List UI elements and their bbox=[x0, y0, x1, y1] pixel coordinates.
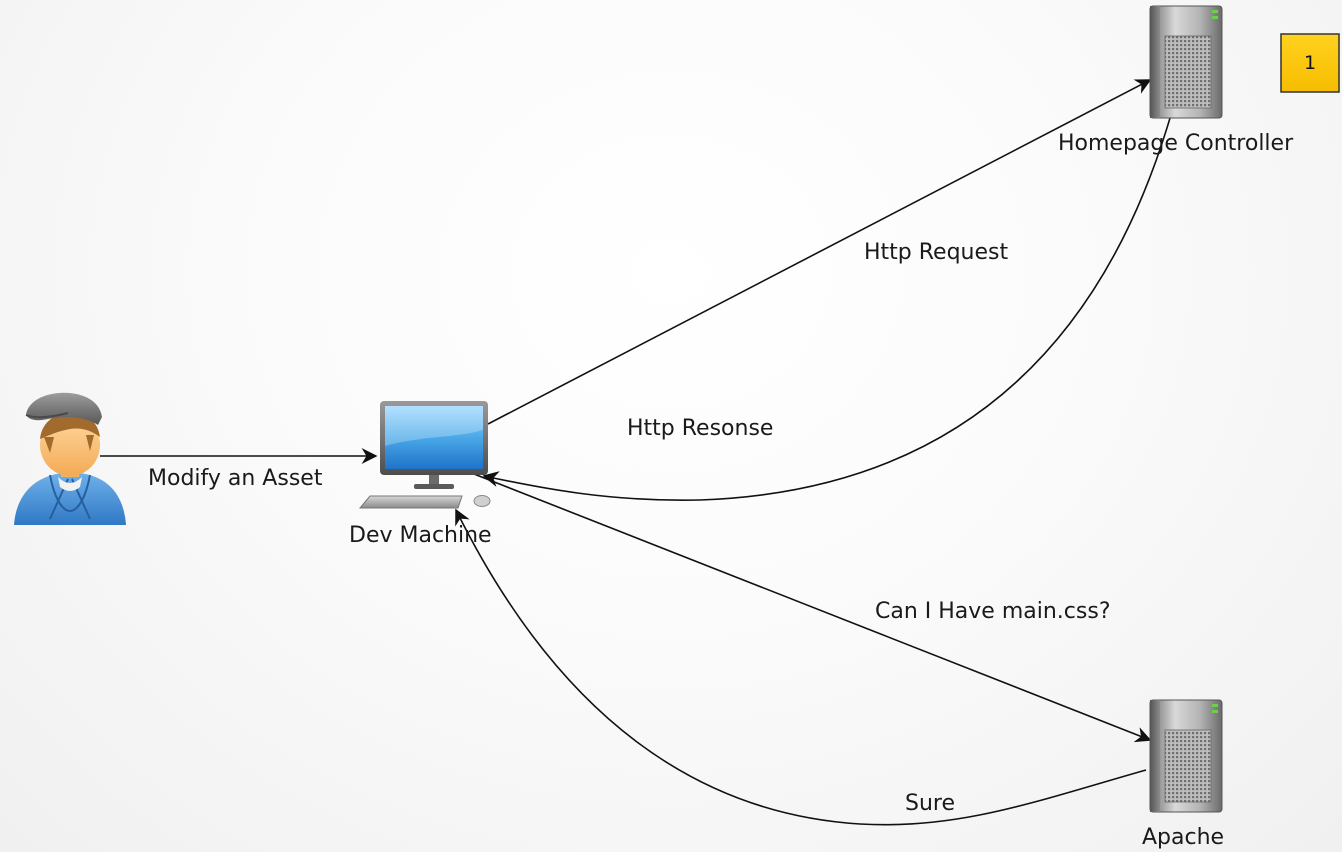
edge-label-css-response: Sure bbox=[905, 791, 955, 816]
edge-css-response: Sure bbox=[455, 508, 1147, 826]
node-homepage-controller[interactable]: Homepage Controller bbox=[1058, 5, 1294, 156]
edge-label-modify-asset: Modify an Asset bbox=[148, 466, 323, 491]
edge-modify-asset: Modify an Asset bbox=[100, 448, 378, 491]
desktop-computer-icon bbox=[358, 401, 491, 509]
user-avatar-icon bbox=[14, 392, 126, 525]
server-tower-icon bbox=[1149, 699, 1223, 813]
node-user[interactable] bbox=[14, 392, 126, 525]
edge-label-http-response: Http Resonse bbox=[627, 416, 773, 441]
server-tower-icon bbox=[1149, 5, 1223, 119]
edge-http-request: Http Request bbox=[487, 79, 1152, 425]
node-label-homepage-controller: Homepage Controller bbox=[1058, 131, 1294, 156]
node-label-apache: Apache bbox=[1142, 825, 1224, 850]
edge-label-http-request: Http Request bbox=[864, 240, 1008, 265]
step-badge-text: 1 bbox=[1304, 52, 1316, 74]
node-label-dev-machine: Dev Machine bbox=[349, 523, 492, 548]
edge-css-request: Can I Have main.css? bbox=[473, 473, 1152, 743]
step-badge[interactable]: 1 bbox=[1280, 33, 1340, 93]
node-apache[interactable]: Apache bbox=[1142, 699, 1224, 850]
edge-label-css-request: Can I Have main.css? bbox=[875, 599, 1111, 624]
edge-http-response: Http Resonse bbox=[482, 117, 1171, 501]
node-dev-machine[interactable]: Dev Machine bbox=[349, 401, 492, 548]
